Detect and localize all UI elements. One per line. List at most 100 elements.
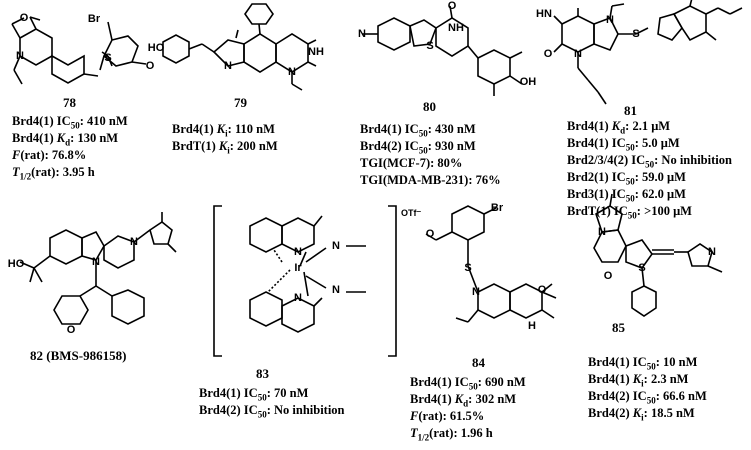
property-value: : No inhibition — [654, 153, 732, 167]
property-line: Brd4(1) Ki: 110 nM — [172, 121, 278, 138]
property-target: Brd4(2) — [360, 139, 402, 153]
atom-n-79b: N — [288, 66, 296, 78]
property-metric: IC — [611, 136, 626, 150]
property-metric: IC — [56, 114, 71, 128]
property-line: F(rat): 76.8% — [12, 147, 128, 164]
property-target: Brd3(1) — [567, 187, 609, 201]
property-subscript: 50 — [646, 395, 656, 406]
property-value: : No inhibition — [266, 403, 345, 417]
property-value: : 2.1 μM — [625, 119, 671, 133]
atom-n-85: N — [598, 226, 606, 238]
property-value: : 76% — [468, 173, 501, 187]
property-value: : 5.0 μM — [634, 136, 680, 150]
property-subscript: 50 — [418, 145, 428, 156]
property-value: : 410 nM — [79, 114, 128, 128]
atom-o-78b: O — [146, 60, 155, 72]
atom-hn-81: HN — [536, 8, 552, 20]
property-target: Brd4(2) — [199, 403, 241, 417]
property-target: Brd4(1) — [567, 119, 609, 133]
property-line: Brd4(1) Kd: 2.1 μM — [567, 118, 732, 135]
atom-o-84: O — [426, 228, 435, 240]
structure-83 — [213, 205, 397, 357]
property-subscript: 50 — [257, 392, 267, 403]
property-metric: K — [632, 372, 642, 386]
atom-n-78: N — [16, 50, 24, 62]
property-value: : 80% — [430, 156, 463, 170]
property-value: (rat): 1.96 h — [429, 426, 493, 440]
property-value: : 10 nM — [655, 355, 698, 369]
atom-oh-80: OH — [520, 76, 537, 88]
property-subscript: d — [65, 137, 71, 148]
property-line: Brd3(1) IC50: 62.0 μM — [567, 186, 732, 203]
property-target: Brd4(1) — [588, 372, 630, 386]
property-subscript: d — [620, 125, 626, 136]
property-line: T1/2(rat): 1.96 h — [410, 425, 526, 442]
property-target: Brd2(1) — [567, 170, 609, 184]
atom-n-84: N — [472, 286, 480, 298]
property-target: Brd4(1) — [410, 392, 452, 406]
atom-n-81: N — [606, 14, 614, 26]
atom-ir-83: Ir — [294, 262, 302, 274]
property-metric: IC — [243, 403, 258, 417]
property-line: Brd4(2) IC50: 930 nM — [360, 138, 501, 155]
property-line: Brd4(1) IC50: 430 nM — [360, 121, 501, 138]
atom-s-84: S — [464, 262, 471, 274]
atom-ho-82: HO — [8, 258, 25, 270]
property-value: (rat): 61.5% — [418, 409, 485, 423]
property-metric: IC — [454, 375, 469, 389]
property-line: Brd4(1) IC50: 70 nM — [199, 385, 345, 402]
property-target: BrdT(1) — [172, 139, 216, 153]
property-metric: IC — [243, 386, 258, 400]
property-line: Brd4(2) IC50: 66.6 nM — [588, 388, 707, 405]
compound-84-label: 84 — [472, 355, 485, 370]
property-subscript: 50 — [645, 159, 655, 170]
property-target: Brd4(1) — [410, 375, 452, 389]
atom-n-85b: N — [708, 246, 716, 258]
compound-82-label: 82 (BMS-986158) — [30, 348, 127, 363]
property-metric: F — [410, 409, 419, 423]
property-line: Brd4(1) IC50: 10 nM — [588, 354, 707, 371]
atom-nh-80: NH — [448, 22, 464, 34]
property-target: Brd2/3/4(2) — [567, 153, 629, 167]
structure-84 — [425, 205, 557, 323]
property-value: : 690 nM — [477, 375, 526, 389]
atom-nh-79: NH — [308, 46, 324, 58]
property-value: : 18.5 nM — [643, 406, 695, 420]
property-value: : 302 nM — [468, 392, 517, 406]
property-metric: K — [632, 406, 642, 420]
property-metric: IC — [404, 122, 419, 136]
atom-n-83a: N — [294, 246, 302, 258]
property-target: BrdT(1) — [567, 204, 611, 218]
property-value: : 62.0 μM — [634, 187, 686, 201]
property-target: TGI(MDA-MB-231) — [360, 173, 469, 187]
property-line: TGI(MCF-7): 80% — [360, 155, 501, 172]
property-subscript: 50 — [418, 128, 428, 139]
property-value: (rat): 76.8% — [20, 148, 87, 162]
property-line: TGI(MDA-MB-231): 76% — [360, 172, 501, 189]
property-line: T1/2(rat): 3.95 h — [12, 164, 128, 181]
property-target: Brd4(1) — [588, 355, 630, 369]
atom-n-83d: N — [332, 284, 340, 296]
property-subscript: i — [641, 378, 644, 389]
property-line: Brd4(1) IC50: 410 nM — [12, 113, 128, 130]
property-metric: IC — [613, 204, 628, 218]
property-line: F(rat): 61.5% — [410, 408, 526, 425]
property-subscript: 1/2 — [417, 432, 430, 443]
property-line: BrdT(1) Ki: 200 nM — [172, 138, 278, 155]
property-subscript: 50 — [627, 210, 637, 221]
property-line: Brd4(1) Ki: 2.3 nM — [588, 371, 707, 388]
property-value: : 930 nM — [427, 139, 476, 153]
property-value: : 130 nM — [70, 131, 119, 145]
property-value: : 430 nM — [427, 122, 476, 136]
property-metric: IC — [631, 153, 646, 167]
atom-o-82: O — [67, 324, 76, 336]
property-subscript: 50 — [625, 142, 635, 153]
atom-h-84: H — [528, 320, 536, 332]
property-line: Brd2(1) IC50: 59.0 μM — [567, 169, 732, 186]
compound-85-label: 85 — [612, 320, 625, 335]
